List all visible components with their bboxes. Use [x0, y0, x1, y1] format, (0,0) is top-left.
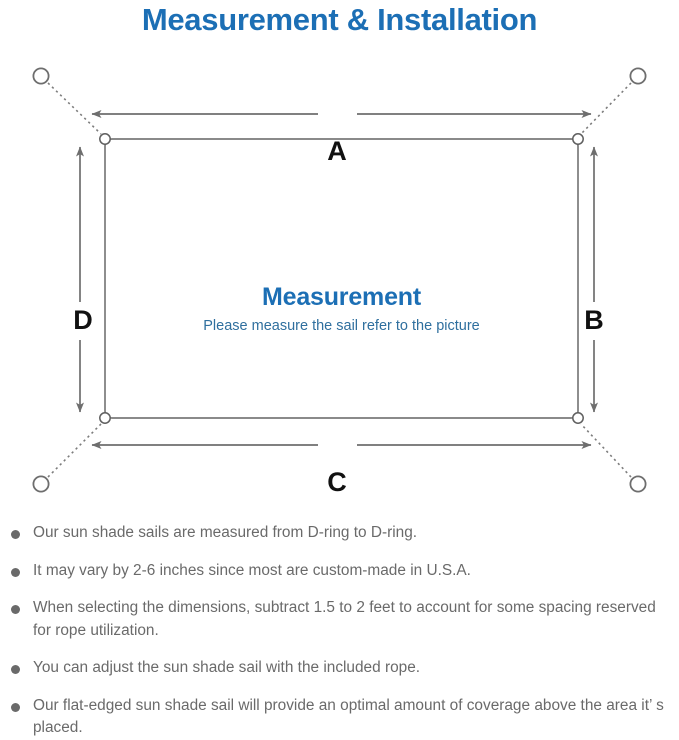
anchor-point-top-right-icon [629, 67, 647, 85]
d-rings [99, 133, 584, 424]
rope-lines [47, 82, 632, 478]
d-ring-bottom-left [99, 412, 111, 424]
dimension-label-b: B [584, 305, 604, 335]
dimension-label-d: D [73, 305, 93, 335]
d-ring-top-right [572, 133, 584, 145]
diagram-svg [32, 67, 647, 493]
dimension-arrows [76, 110, 598, 449]
d-ring-bottom-right [572, 412, 584, 424]
bullet-icon [11, 530, 20, 539]
note-text: It may vary by 2-6 inches since most are… [33, 561, 471, 579]
rope-top-right [580, 82, 632, 135]
note-text: Our flat-edged sun shade sail will provi… [33, 696, 664, 737]
list-item: Our sun shade sails are measured from D-… [0, 522, 665, 545]
rope-bottom-left [47, 423, 102, 478]
bullet-icon [11, 702, 20, 712]
anchor-point-bottom-left-icon [32, 475, 50, 493]
anchor-points [32, 67, 647, 493]
sun-shade-sail-diagram: Measurement Please measure the sail refe… [0, 44, 679, 522]
bullet-icon [11, 567, 20, 577]
bullet-icon [11, 665, 20, 674]
d-ring-top-left [99, 133, 111, 145]
dimension-label-c: C [327, 467, 347, 497]
sail-rectangle [104, 138, 579, 419]
list-item: When selecting the dimensions, subtract … [0, 597, 665, 642]
note-text: When selecting the dimensions, subtract … [33, 599, 656, 639]
list-item: Our flat-edged sun shade sail will provi… [0, 695, 665, 740]
list-item: You can adjust the sun shade sail with t… [0, 657, 665, 680]
rope-top-left [47, 82, 102, 135]
anchor-point-top-left-icon [32, 67, 50, 85]
notes-list: Our sun shade sails are measured from D-… [0, 522, 679, 740]
page-title: Measurement & Installation [141, 2, 538, 37]
note-text: Our sun shade sails are measured from D-… [33, 524, 418, 541]
list-item: It may vary by 2-6 inches since most are… [0, 560, 665, 583]
dimension-label-a: A [327, 136, 347, 166]
rope-bottom-right [580, 423, 632, 478]
anchor-point-bottom-right-icon [629, 475, 647, 493]
bullet-icon [11, 605, 20, 614]
note-text: You can adjust the sun shade sail with t… [33, 659, 421, 676]
